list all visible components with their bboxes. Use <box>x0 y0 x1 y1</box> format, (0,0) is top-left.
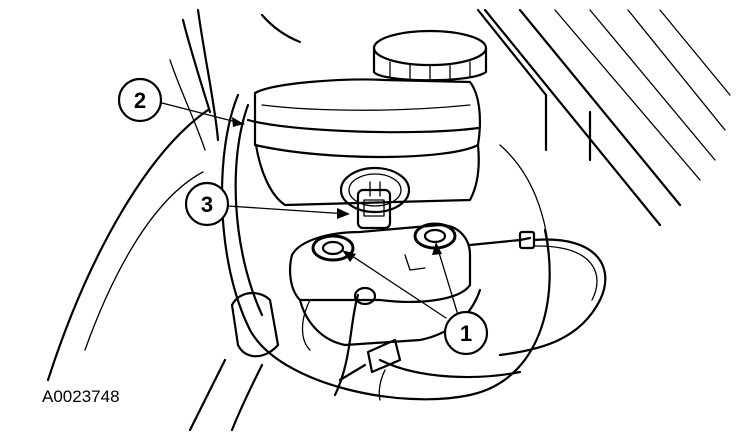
firewall-lines <box>476 8 731 227</box>
leader-1a-arrowhead <box>342 250 356 262</box>
leader-2-arrowhead <box>232 117 244 127</box>
callout-1-label: 1 <box>460 321 472 346</box>
leader-1a <box>345 251 447 319</box>
body-panel-lines <box>46 8 302 382</box>
leader-1b <box>436 245 459 316</box>
brake-booster <box>220 93 551 401</box>
fluid-level-sensor <box>339 166 411 230</box>
leader-1b-arrowhead <box>432 242 442 255</box>
fluid-reservoir <box>246 78 482 207</box>
reservoir-cap <box>372 29 488 82</box>
callout-2-label: 2 <box>134 88 146 113</box>
leader-2 <box>161 102 245 125</box>
callout-3: 3 <box>184 181 230 227</box>
callout-2: 2 <box>117 77 163 123</box>
leader-3-arrowhead <box>337 208 350 219</box>
leader-3 <box>227 205 349 215</box>
brake-lines <box>333 230 607 401</box>
callout-1: 1 <box>443 310 489 356</box>
callout-3-label: 3 <box>201 192 213 217</box>
lower-hoses <box>188 292 402 432</box>
reference-code: A0023748 <box>42 387 120 406</box>
callout-leaders <box>161 102 459 319</box>
